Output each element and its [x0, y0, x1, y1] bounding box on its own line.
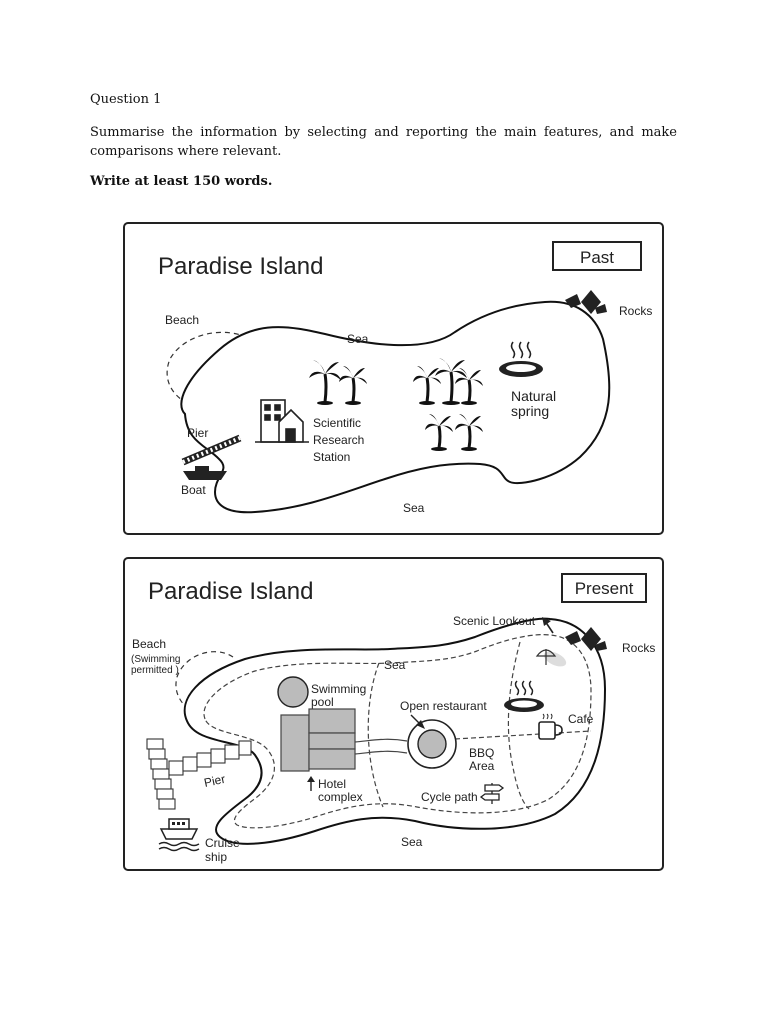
present-map-panel: Paradise Island Present Beach (Swimming …: [123, 557, 664, 871]
present-rocks-icon: [565, 627, 607, 651]
present-pool-label-2: pool: [311, 695, 334, 709]
past-natural-spring-icon: [499, 341, 543, 377]
present-cafe-label: Cafe: [568, 712, 594, 726]
present-tag-box: [561, 573, 647, 603]
present-sea-top-label: Sea: [384, 658, 406, 672]
present-cruise-ship-icon: [158, 818, 200, 852]
present-beach-note-2: permitted ): [131, 665, 179, 676]
past-rocks-label: Rocks: [619, 304, 652, 318]
present-signpost-icon: [479, 783, 505, 804]
present-cycle-path-label: Cycle path: [421, 790, 478, 804]
past-palm-trees-icon: [309, 358, 483, 451]
present-lookout-arrow-icon: [542, 617, 554, 634]
present-open-restaurant-icon: [417, 729, 447, 759]
past-tag: Past: [580, 248, 614, 267]
question-title: Question 1: [90, 92, 162, 107]
present-lookout-shade: [543, 651, 567, 667]
present-map: Paradise Island Present Beach (Swimming …: [131, 573, 655, 864]
present-beach-label: Beach: [132, 637, 166, 651]
present-cafe-cup-icon: [538, 713, 563, 740]
past-map-title: Paradise Island: [158, 253, 323, 280]
present-scenic-lookout-label: Scenic Lookout: [453, 614, 536, 628]
present-umbrella-icon: [535, 649, 557, 665]
present-walkway-edge-2: [354, 750, 408, 755]
present-restaurant-arrow-icon: [410, 714, 425, 729]
present-bbq-label-1: BBQ: [469, 746, 494, 760]
present-cruise-label-2: ship: [205, 850, 227, 864]
past-research-station-icon: [255, 399, 309, 443]
past-beach-area: [166, 331, 256, 403]
present-hotel-complex-icon: [280, 708, 356, 772]
present-beach-note-1: (Swimming: [131, 654, 180, 665]
present-beach-area: [175, 651, 234, 712]
present-natural-spring-icon: [504, 680, 544, 712]
present-hotel-arrow-icon: [307, 776, 315, 791]
present-cycle-path-loop: [203, 634, 592, 829]
past-tag-box: [552, 241, 642, 271]
present-hotel-label-1: Hotel: [318, 777, 346, 791]
present-pier-label: Pier: [203, 772, 227, 790]
present-map-title: Paradise Island: [148, 578, 313, 605]
past-beach-label: Beach: [165, 313, 199, 327]
past-map: Paradise Island Past Beach Sea Sea Rocks…: [158, 241, 652, 515]
present-pier-icon: [146, 738, 252, 810]
present-cycle-path-cross: [454, 730, 592, 740]
past-pier-label: Pier: [187, 426, 208, 440]
present-cycle-path-east: [507, 641, 530, 810]
past-sea-top-label: Sea: [347, 332, 369, 346]
past-station-label-2: Research: [313, 433, 364, 447]
past-station-label-1: Scientific: [313, 416, 361, 430]
past-spring-label-1: Natural: [511, 388, 556, 404]
question-instruction: Summarise the information by selecting a…: [90, 125, 677, 159]
past-island-outline: [180, 300, 611, 514]
past-station-label-3: Station: [313, 450, 350, 464]
past-sea-bottom-label: Sea: [403, 501, 425, 515]
present-hotel-label-2: complex: [318, 790, 363, 804]
present-rocks-label: Rocks: [622, 641, 655, 655]
present-restaurant-label: Open restaurant: [400, 699, 487, 713]
present-bbq-label-2: Area: [469, 759, 495, 773]
present-sea-bottom-label: Sea: [401, 835, 423, 849]
past-boat-label: Boat: [181, 483, 206, 497]
present-walkway-edge-1: [354, 738, 408, 743]
present-swimming-pool-icon: [277, 676, 309, 708]
past-pier-icon: [181, 434, 242, 466]
word-requirement: Write at least 150 words.: [90, 174, 273, 189]
present-cruise-label-1: Cruise: [205, 836, 240, 850]
present-pool-label-1: Swimming: [311, 682, 366, 696]
present-tag: Present: [575, 579, 634, 598]
past-spring-label-2: spring: [511, 403, 549, 419]
present-cycle-path-west: [367, 662, 384, 808]
past-rocks-icon: [565, 290, 607, 314]
past-map-panel: Paradise Island Past Beach Sea Sea Rocks…: [123, 222, 664, 535]
past-boat-icon: [183, 466, 227, 480]
